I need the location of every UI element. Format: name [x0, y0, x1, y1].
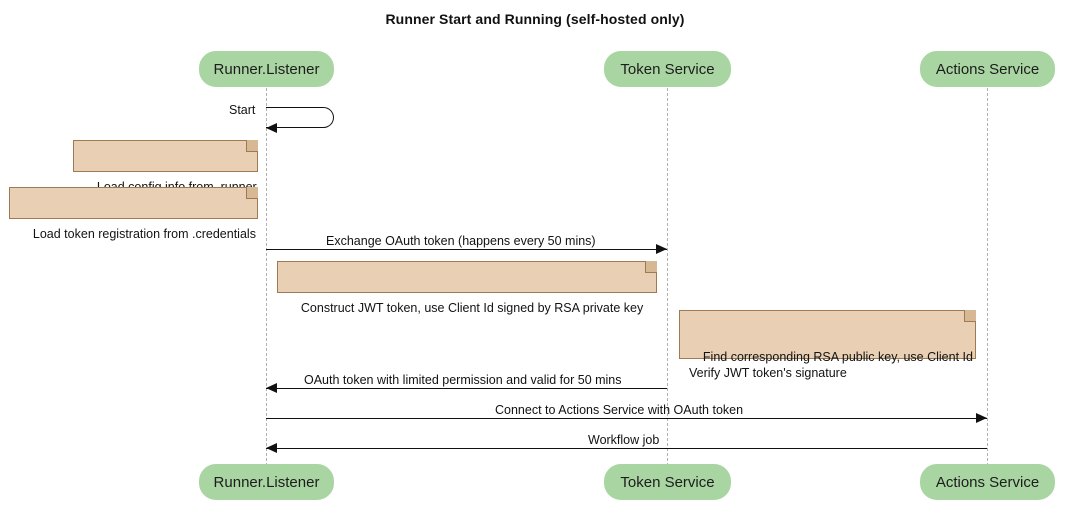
message-label-oauth-token-returned: OAuth token with limited permission and … [304, 373, 622, 387]
participant-label: Token Service [620, 60, 715, 78]
lifeline-runner [266, 88, 267, 466]
participant-token-bottom[interactable]: Token Service [604, 464, 731, 500]
note-text: Construct JWT token, use Client Id signe… [300, 301, 644, 315]
note-text: Find corresponding RSA public key, use C… [689, 350, 973, 380]
participant-runner-top[interactable]: Runner.Listener [199, 51, 334, 87]
note-load-token-registration: Load token registration from .credential… [9, 187, 258, 241]
participant-label: Actions Service [935, 473, 1040, 491]
message-line-exchange-oauth-token [266, 249, 667, 250]
note-fold-corner-icon [246, 140, 258, 152]
lifeline-actions [987, 88, 988, 466]
message-line-oauth-token-returned [266, 388, 667, 389]
message-line-connect-actions-service [266, 418, 987, 419]
participant-runner-bottom[interactable]: Runner.Listener [199, 464, 334, 500]
note-fold-corner-icon [964, 310, 976, 322]
note-fold-corner-icon [645, 261, 657, 273]
message-label-workflow-job: Workflow job [588, 433, 660, 447]
lifeline-token [667, 88, 668, 466]
note-verify-jwt-signature: Find corresponding RSA public key, use C… [679, 310, 976, 380]
participant-actions-bottom[interactable]: Actions Service [920, 464, 1055, 500]
participant-label: Actions Service [935, 60, 1040, 78]
arrowhead-exchange-oauth-token [656, 244, 667, 254]
message-label-connect-actions-service: Connect to Actions Service with OAuth to… [495, 403, 744, 417]
arrowhead-start [266, 123, 277, 133]
note-fold-corner-icon [246, 187, 258, 199]
message-label-exchange-oauth-token: Exchange OAuth token (happens every 50 m… [326, 234, 596, 248]
arrowhead-oauth-token-returned [266, 383, 277, 393]
diagram-title: Runner Start and Running (self-hosted on… [385, 11, 685, 27]
message-line-workflow-job [266, 448, 987, 449]
participant-label: Runner.Listener [213, 473, 320, 491]
participant-label: Runner.Listener [213, 60, 320, 78]
participant-actions-top[interactable]: Actions Service [920, 51, 1055, 87]
note-load-config: Load config info from .runner [73, 140, 258, 194]
participant-token-top[interactable]: Token Service [604, 51, 731, 87]
arrowhead-workflow-job [266, 443, 277, 453]
self-message-loop-start [266, 107, 334, 128]
note-construct-jwt-token: Construct JWT token, use Client Id signe… [277, 261, 657, 315]
message-label-start: Start [229, 103, 256, 117]
participant-label: Token Service [620, 473, 715, 491]
arrowhead-connect-actions-service [976, 413, 987, 423]
note-text: Load token registration from .credential… [32, 227, 256, 241]
